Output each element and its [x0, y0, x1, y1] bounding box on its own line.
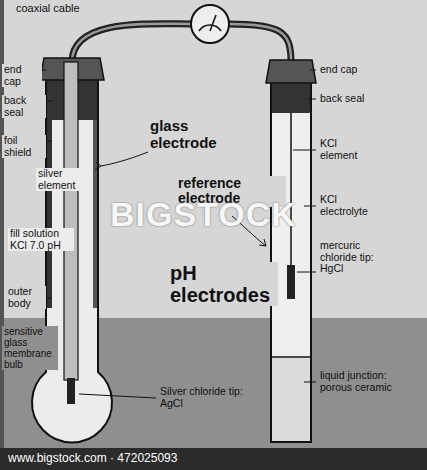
part-label: sensitive glass membrane bulb [2, 326, 58, 370]
watermark-url: www.bigstock.com · 472025093 [6, 452, 179, 465]
part-label: fill solution KCl 7.0 pH [8, 228, 74, 251]
part-label: KCl electrolyte [318, 194, 382, 217]
part-label: back seal [2, 95, 46, 118]
electrode-heading: glass electrode [148, 118, 234, 151]
part-label: KCl element [318, 138, 378, 161]
part-label: outer body [6, 286, 46, 309]
part-label: foil shield [2, 135, 46, 158]
part-label: liquid junction: porous ceramic [318, 370, 418, 393]
part-label: end cap [318, 64, 388, 76]
part-label: Silver chloride tip: AgCl [158, 386, 258, 409]
part-label: mercuric chloride tip: HgCl [318, 240, 398, 275]
part-label: coaxial cable [14, 2, 94, 14]
part-label: silver element [36, 168, 90, 191]
part-label: end cap [2, 64, 42, 87]
diagram-title: pH electrodes [168, 262, 278, 306]
watermark: BIGSTOCK [108, 196, 299, 233]
part-label: back seal [318, 93, 388, 105]
